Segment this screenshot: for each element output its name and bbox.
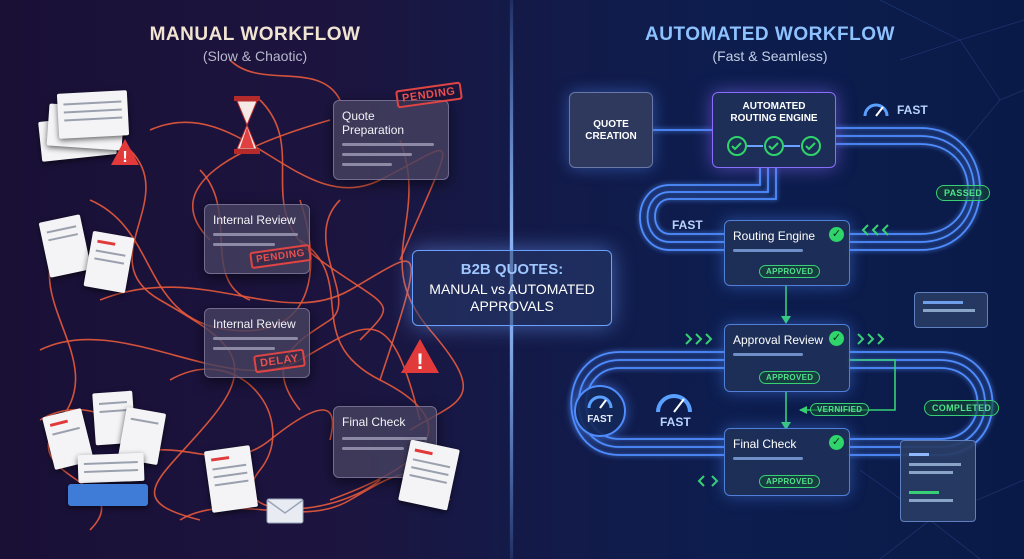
- center-title-box: B2B QUOTES: MANUAL vs AUTOMATED APPROVAL…: [412, 250, 612, 326]
- green-arrows: [781, 316, 807, 430]
- check-icon: ✓: [829, 331, 844, 346]
- envelope-icon: [266, 498, 304, 529]
- completed-badge: COMPLETED: [924, 400, 1000, 416]
- approved-badge: APPROVED: [759, 265, 821, 278]
- routing-checks-icon: [727, 136, 821, 156]
- fast-label: FAST: [587, 414, 613, 425]
- center-title-line1: B2B QUOTES:: [460, 261, 564, 278]
- manual-subtitle: (Slow & Chaotic): [202, 48, 308, 64]
- check-icon: ✓: [829, 227, 844, 242]
- approval-review-card: Approval Review ✓ APPROVED: [724, 324, 850, 392]
- fast-label: FAST: [672, 218, 703, 232]
- card-label: Final Check: [733, 437, 797, 451]
- approved-badge: APPROVED: [759, 475, 821, 488]
- quote-creation-line1: QUOTE: [593, 119, 629, 130]
- chevrons: [685, 224, 889, 487]
- final-check-card-automated: Final Check ✓ APPROVED: [724, 428, 850, 496]
- engine-line1: AUTOMATED: [742, 101, 806, 112]
- hourglass-icon: [232, 94, 262, 161]
- routing-engine-card: Routing Engine ✓ APPROVED: [724, 220, 850, 286]
- quote-creation-line2: CREATION: [585, 131, 637, 142]
- network-pattern: [859, 0, 1024, 559]
- routing-engine-box: AUTOMATED ROUTING ENGINE: [712, 92, 836, 168]
- internal-review-card-2: Internal Review: [204, 308, 310, 378]
- fast-label: FAST: [897, 103, 928, 117]
- loose-documents-icon: [38, 212, 144, 294]
- passed-badge: PASSED: [936, 185, 991, 201]
- verified-badge: VERNIFIED: [810, 403, 870, 416]
- binder-documents-icon: [42, 390, 168, 512]
- speedometer-badge: FAST: [574, 385, 626, 437]
- center-title-line2: MANUAL vs AUTOMATED: [429, 281, 595, 297]
- internal-review-card-1: Internal Review: [204, 204, 310, 274]
- check-icon: ✓: [829, 435, 844, 450]
- auto-title: AUTOMATED WORKFLOW: [645, 24, 895, 45]
- card-label: Final Check: [342, 415, 406, 429]
- warning-icon: !: [110, 138, 140, 171]
- card-label: Routing Engine: [733, 229, 816, 243]
- card-label: Internal Review: [213, 317, 296, 331]
- completed-document-panel: [900, 440, 976, 522]
- side-document-panel: [914, 292, 988, 328]
- svg-text:!: !: [122, 149, 127, 166]
- warning-icon: !: [400, 338, 440, 379]
- speedometer-icon: [654, 388, 694, 419]
- card-label: Internal Review: [213, 213, 296, 227]
- center-title-line3: APPROVALS: [470, 298, 554, 314]
- approved-badge: APPROVED: [759, 371, 821, 384]
- engine-line2: ROUTING ENGINE: [730, 113, 818, 124]
- fast-label: FAST: [660, 415, 691, 429]
- svg-text:!: !: [416, 349, 423, 374]
- quote-creation-box: QUOTE CREATION: [569, 92, 653, 168]
- manual-title: MANUAL WORKFLOW: [149, 24, 361, 45]
- speedometer-icon: [862, 98, 890, 123]
- auto-subtitle: (Fast & Seamless): [712, 48, 828, 64]
- card-label: Approval Review: [733, 333, 824, 347]
